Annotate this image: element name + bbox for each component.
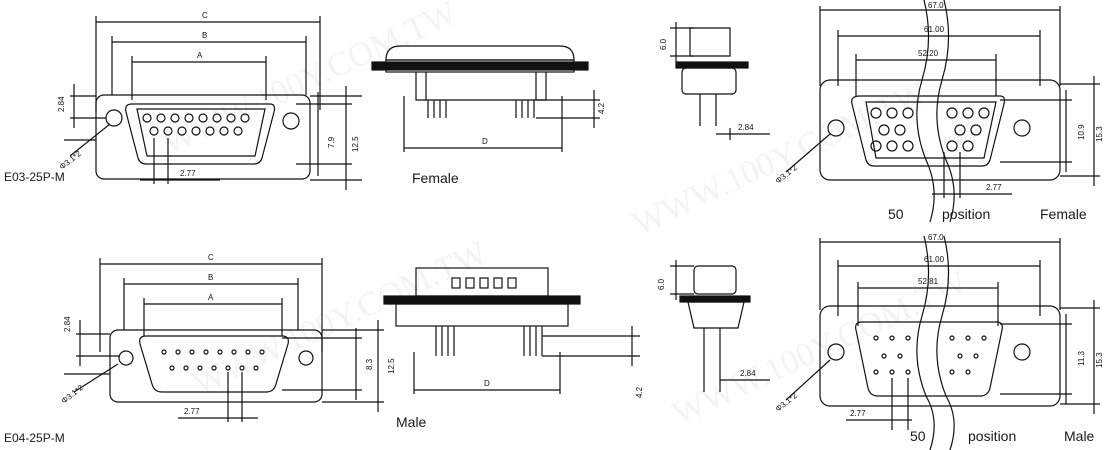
dim-5281: 52.81 (918, 277, 939, 286)
profile-view-male (670, 260, 770, 392)
front-view-male (64, 258, 384, 422)
dim-61-bottom: 61.00 (924, 255, 945, 264)
dim-125-top: 12.5 (351, 136, 360, 152)
dim-60-bottom: 6.0 (657, 278, 666, 290)
dim-a-bottom: A (208, 293, 214, 302)
dim-42-bottom: 4.2 (635, 386, 644, 398)
dim-67-top: 67.0 (928, 1, 944, 10)
dim-83: 8.3 (365, 358, 374, 370)
model-label-top: E03-25P-M (4, 170, 65, 184)
dim-153-top: 15.3 (1095, 126, 1104, 142)
dim-b-bottom: B (208, 273, 213, 282)
dim-b-top: B (202, 31, 207, 40)
dim-hole-right-bottom: Φ3.1*2 (774, 391, 800, 414)
dim-pitch-right-top: 2.77 (986, 183, 1002, 192)
type-label-male: Male (396, 414, 427, 430)
front-view-female (64, 16, 362, 190)
dim-284-side-bottom: 2.84 (740, 369, 756, 378)
dim-d-top: D (482, 137, 488, 146)
dim-hole-top: Φ3.1*2 (58, 149, 84, 172)
dim-hole-bottom: Φ3.1*2 (60, 383, 86, 406)
dim-pitch-right-bottom: 2.77 (850, 409, 866, 418)
position-type-top: Female (1040, 206, 1087, 222)
position-count-bottom: 50 (910, 428, 926, 444)
position-word-top: position (942, 206, 991, 222)
dim-125-bottom: 12.5 (387, 358, 396, 374)
profile-view-female (670, 22, 770, 140)
dim-284-top: 2.84 (57, 96, 66, 112)
dim-109: 10.9 (1077, 124, 1086, 140)
dim-284-bottom: 2.84 (63, 316, 72, 332)
dim-c-bottom: C (208, 253, 214, 262)
dim-42-top: 4.2 (597, 102, 606, 114)
dim-a-top: A (197, 51, 203, 60)
position-word-bottom: position (968, 428, 1017, 444)
dim-79: 7.9 (327, 136, 336, 148)
dim-pitch-top: 2.77 (180, 169, 196, 178)
dim-61-top: 61.00 (924, 25, 945, 34)
dim-113: 11.3 (1077, 350, 1086, 366)
dim-284-side-top: 2.84 (738, 123, 754, 132)
dim-pitch-bottom: 2.77 (184, 407, 200, 416)
dim-60-top: 6.0 (659, 38, 668, 50)
dim-hole-right-top: Φ3.1*2 (774, 163, 800, 186)
side-view-male (383, 267, 640, 394)
dim-67-bottom: 67.0 (928, 233, 944, 242)
dim-c-top: C (202, 11, 208, 20)
dim-5220: 52.20 (918, 49, 939, 58)
dim-153-bottom: 15.3 (1095, 352, 1104, 368)
position-count-top: 50 (888, 206, 904, 222)
type-label-female: Female (412, 170, 459, 186)
position-type-bottom: Male (1064, 428, 1095, 444)
front-view-50-male (785, 235, 1100, 450)
model-label-bottom: E04-25P-M (4, 431, 65, 445)
side-view-female (371, 45, 600, 152)
dim-d-bottom: D (484, 379, 490, 388)
front-view-50-female (785, 0, 1100, 223)
